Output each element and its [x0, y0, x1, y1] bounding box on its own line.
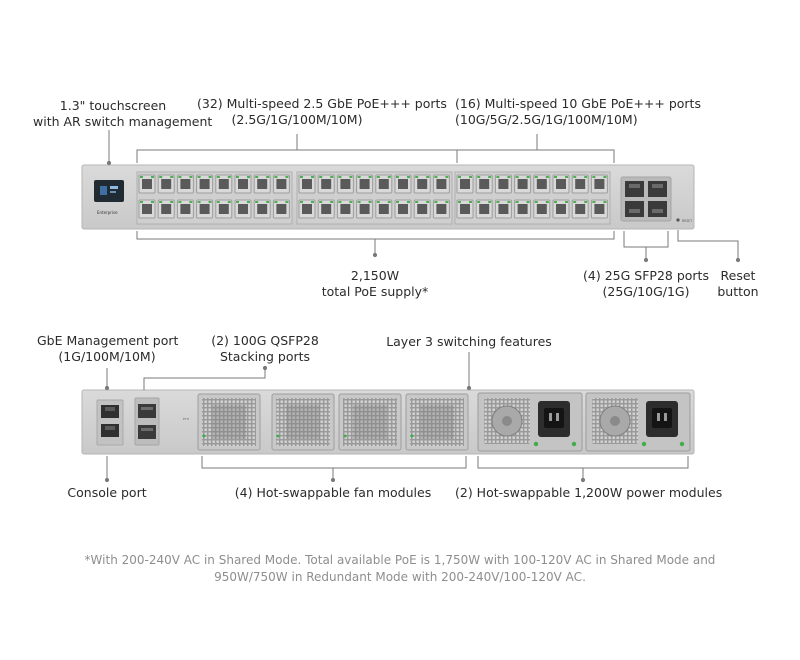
- fan-modules-label: (4) Hot-swappable fan modules: [234, 485, 432, 500]
- rj45-port[interactable]: [272, 199, 290, 219]
- ports-10g-label: (16) Multi-speed 10 GbE PoE+++ ports(10G…: [455, 96, 701, 127]
- rj45-port[interactable]: [413, 199, 431, 219]
- fan-module[interactable]: [197, 393, 261, 451]
- footnote: *With 200-240V AC in Shared Mode. Total …: [84, 553, 716, 584]
- fan-modules: [197, 393, 469, 451]
- rj45-port-group: [296, 171, 453, 225]
- rj45-port[interactable]: [394, 199, 412, 219]
- rj45-port[interactable]: [590, 199, 608, 219]
- fan-module[interactable]: [405, 393, 469, 451]
- rj45-port[interactable]: [298, 199, 316, 219]
- rj45-port[interactable]: [475, 174, 493, 194]
- rj45-port-group: [454, 171, 611, 225]
- port-array-group: [136, 171, 611, 225]
- rj45-port[interactable]: [138, 199, 156, 219]
- rj45-port[interactable]: [272, 174, 290, 194]
- rj45-port[interactable]: [456, 199, 474, 219]
- rj45-port[interactable]: [432, 199, 450, 219]
- svg-text:ETH: ETH: [183, 417, 189, 421]
- sfp-label: (4) 25G SFP28 ports(25G/10G/1G): [583, 268, 709, 299]
- fan-module[interactable]: [338, 393, 402, 451]
- rj45-port[interactable]: [375, 199, 393, 219]
- brand-text: Enterprise: [97, 210, 118, 215]
- l3-label: Layer 3 switching features: [386, 334, 552, 349]
- power-module[interactable]: [477, 392, 583, 452]
- rj45-port[interactable]: [317, 174, 335, 194]
- rj45-port[interactable]: [157, 174, 175, 194]
- power-module[interactable]: [585, 392, 691, 452]
- rj45-port[interactable]: [571, 174, 589, 194]
- rj45-port-group: [136, 171, 293, 225]
- rj45-port[interactable]: [571, 199, 589, 219]
- rj45-port[interactable]: [234, 174, 252, 194]
- rj45-port[interactable]: [298, 174, 316, 194]
- rj45-port[interactable]: [317, 199, 335, 219]
- rj45-port[interactable]: [552, 174, 570, 194]
- rj45-port[interactable]: [253, 199, 271, 219]
- rj45-port[interactable]: [533, 174, 551, 194]
- rj45-port[interactable]: [494, 199, 512, 219]
- rj45-port[interactable]: [176, 199, 194, 219]
- rj45-port[interactable]: [552, 199, 570, 219]
- rj45-port[interactable]: [336, 199, 354, 219]
- rj45-port[interactable]: [253, 174, 271, 194]
- rj45-port[interactable]: [533, 199, 551, 219]
- rj45-port[interactable]: [196, 199, 214, 219]
- rj45-port[interactable]: [432, 174, 450, 194]
- reset-text: RESET: [682, 219, 692, 223]
- rj45-port[interactable]: [514, 199, 532, 219]
- ports-2-5g-label: (32) Multi-speed 2.5 GbE PoE+++ ports(2.…: [197, 96, 447, 127]
- fan-module[interactable]: [271, 393, 335, 451]
- rj45-port[interactable]: [475, 199, 493, 219]
- front-panel: [81, 164, 695, 230]
- rj45-port[interactable]: [394, 174, 412, 194]
- rj45-port[interactable]: [514, 174, 532, 194]
- front-leader-lines: [106, 130, 741, 263]
- rj45-port[interactable]: [590, 174, 608, 194]
- back-leader-lines: [104, 352, 689, 483]
- power-modules-label: (2) Hot-swappable 1,200W power modules: [455, 485, 723, 500]
- rj45-port[interactable]: [176, 174, 194, 194]
- console-port-label: Console port: [67, 485, 147, 500]
- sfp28-ports[interactable]: [620, 176, 672, 222]
- rj45-port[interactable]: [413, 174, 431, 194]
- back-panel: ETH: [81, 389, 695, 455]
- touchscreen-display[interactable]: [94, 180, 124, 202]
- rj45-port[interactable]: [138, 174, 156, 194]
- rj45-port[interactable]: [336, 174, 354, 194]
- mgmt-port-label: GbE Management port(1G/100M/10M): [37, 333, 179, 364]
- rj45-port[interactable]: [456, 174, 474, 194]
- rj45-port[interactable]: [494, 174, 512, 194]
- qsfp28-stacking-ports[interactable]: [134, 397, 160, 446]
- rj45-port[interactable]: [215, 199, 233, 219]
- rj45-port[interactable]: [234, 199, 252, 219]
- rj45-port[interactable]: [356, 199, 374, 219]
- rj45-port[interactable]: [356, 174, 374, 194]
- power-modules: [477, 392, 691, 452]
- management-console-ports[interactable]: [96, 399, 124, 446]
- rj45-port[interactable]: [157, 199, 175, 219]
- rj45-port[interactable]: [196, 174, 214, 194]
- reset-button[interactable]: [676, 218, 680, 222]
- rj45-port[interactable]: [215, 174, 233, 194]
- rj45-port[interactable]: [375, 174, 393, 194]
